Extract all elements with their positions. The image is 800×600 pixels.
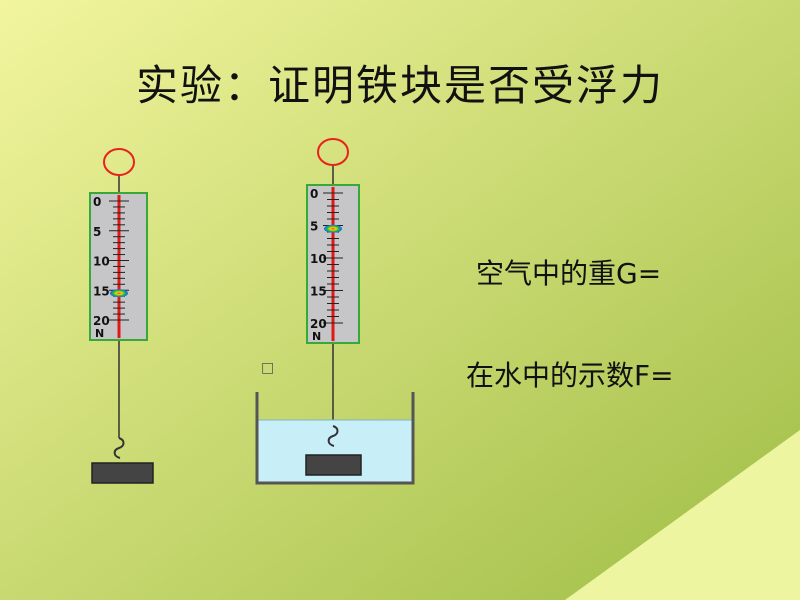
unit-label: N [95,327,104,340]
ring-icon [317,138,349,166]
tick-label: 20 [310,317,327,331]
iron-block [91,462,154,484]
tick-label: 15 [93,284,110,298]
iron-block-submerged [305,454,362,476]
tick-label: 15 [310,285,327,299]
small-mark: □ [261,360,274,376]
ring-icon [103,148,135,176]
tick-label: 10 [93,255,110,269]
tick-label: 5 [93,225,101,239]
weight-in-air-label: 空气中的重G= [476,257,662,290]
corner-triangle [565,430,800,600]
tick-label: 20 [93,314,110,328]
reading-in-water-label: 在水中的示数F= [466,359,674,392]
unit-label: N [312,330,321,343]
tick-label: 5 [310,220,318,234]
water-container [255,392,415,485]
hook-icon [113,437,125,459]
pointer-indicator [324,224,342,233]
pointer-indicator [110,289,128,298]
beaker-wall [255,392,415,485]
tick-label: 0 [310,187,318,201]
slide-title: 实验：证明铁块是否受浮力 [135,61,664,110]
spring-scale-in-air: 0 5 10 15 20N [89,148,148,438]
iron-block-in-air [91,437,154,484]
spring-scale-in-water: 0 5 10 15 20N [306,138,360,426]
tick-label: 10 [310,252,327,266]
tick-label: 0 [93,195,101,209]
hook-icon [327,425,339,447]
